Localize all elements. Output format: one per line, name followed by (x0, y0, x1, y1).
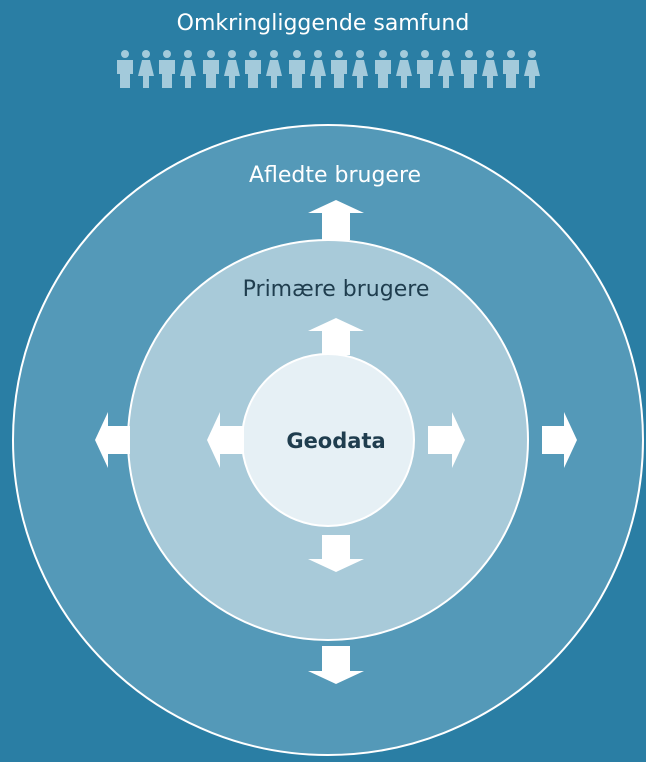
woman-icon (396, 50, 412, 88)
woman-icon (224, 50, 240, 88)
woman-icon (266, 50, 282, 88)
arrow-down-outer (308, 646, 364, 684)
woman-icon (352, 50, 368, 88)
man-icon (461, 50, 477, 88)
center-label: Geodata (286, 429, 385, 453)
man-icon (503, 50, 519, 88)
arrow-left-inner (207, 412, 244, 468)
arrow-up-inner (308, 318, 364, 355)
man-icon (289, 50, 305, 88)
arrow-right-outer (542, 412, 577, 468)
middle-ring-label: Primære brugere (243, 277, 430, 302)
woman-icon (438, 50, 454, 88)
woman-icon (524, 50, 540, 88)
woman-icon (180, 50, 196, 88)
man-icon (159, 50, 175, 88)
arrow-left-outer (95, 412, 130, 468)
outer-ring-label: Afledte brugere (249, 163, 421, 188)
man-icon (203, 50, 219, 88)
arrow-right-inner (428, 412, 465, 468)
woman-icon (482, 50, 498, 88)
man-icon (331, 50, 347, 88)
arrow-up-outer (308, 200, 364, 240)
community-title: Omkringliggende samfund (177, 11, 470, 36)
community-people-row (117, 50, 540, 88)
man-icon (117, 50, 133, 88)
man-icon (375, 50, 391, 88)
woman-icon (310, 50, 326, 88)
man-icon (245, 50, 261, 88)
man-icon (417, 50, 433, 88)
arrow-down-inner (308, 535, 364, 572)
woman-icon (138, 50, 154, 88)
